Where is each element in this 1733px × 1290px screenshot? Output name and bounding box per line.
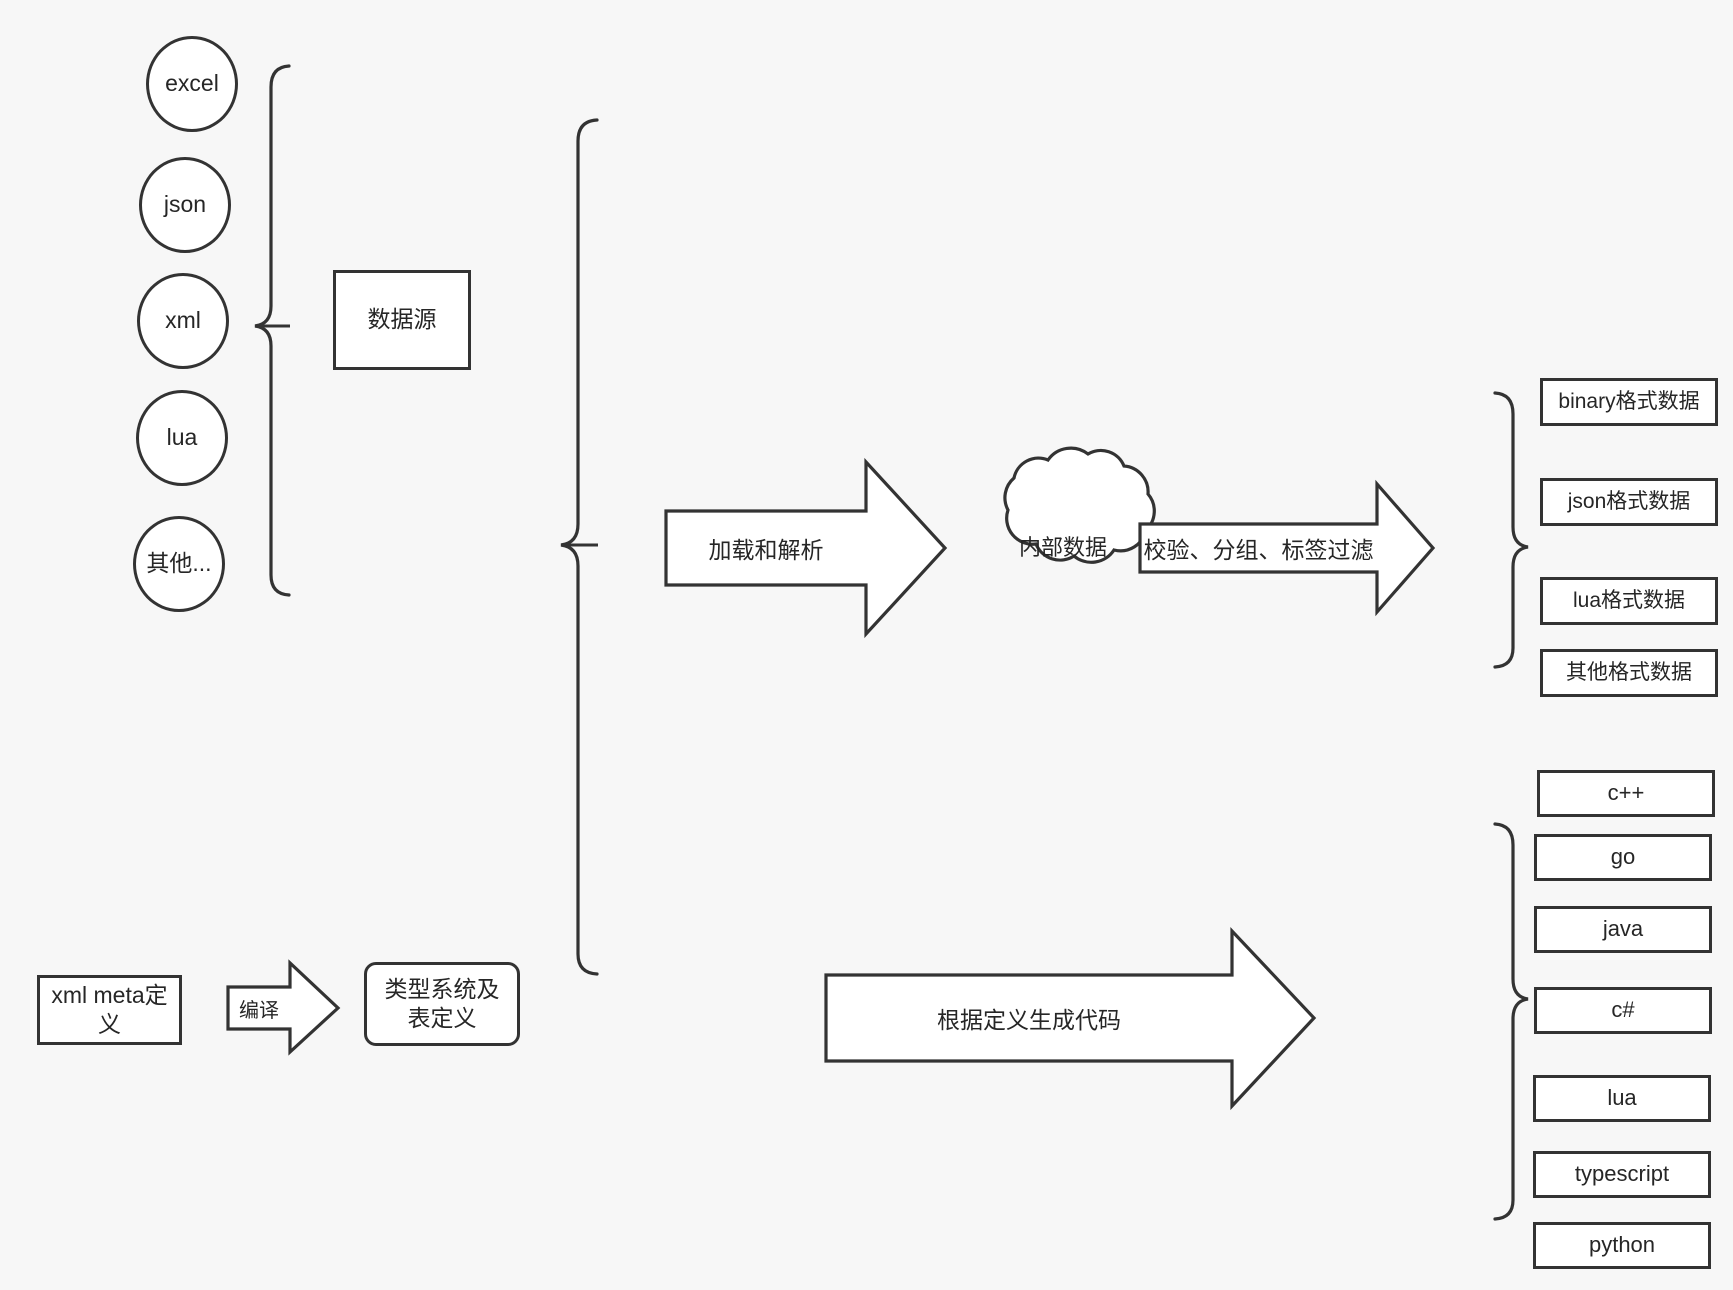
type-system-box[interactable]: 类型系统及表定义 bbox=[364, 962, 520, 1046]
xml-meta-definition-box[interactable]: xml meta定义 bbox=[37, 975, 182, 1045]
load-parse-arrow-label: 加载和解析 bbox=[666, 524, 866, 572]
output-label: 其他格式数据 bbox=[1566, 660, 1692, 684]
language-box-go[interactable]: go bbox=[1534, 834, 1712, 881]
sources-brace bbox=[254, 64, 291, 597]
output-label: json格式数据 bbox=[1567, 489, 1691, 513]
output-box-other[interactable]: 其他格式数据 bbox=[1540, 649, 1718, 697]
compile-arrow-label: 编译 bbox=[228, 987, 290, 1029]
output-box-lua[interactable]: lua格式数据 bbox=[1540, 577, 1718, 625]
language-box-csharp[interactable]: c# bbox=[1534, 987, 1712, 1034]
source-ellipse-excel[interactable]: excel bbox=[146, 36, 238, 132]
source-ellipse-json[interactable]: json bbox=[139, 157, 231, 253]
language-box-java[interactable]: java bbox=[1534, 906, 1712, 953]
language-label: typescript bbox=[1574, 1161, 1670, 1187]
language-box-lua[interactable]: lua bbox=[1533, 1075, 1711, 1122]
language-label: c++ bbox=[1607, 780, 1645, 806]
output-box-json[interactable]: json格式数据 bbox=[1540, 478, 1718, 526]
language-label: java bbox=[1602, 916, 1644, 942]
source-label: 其他... bbox=[146, 550, 212, 577]
validate-filter-text: 校验、分组、标签过滤 bbox=[1143, 537, 1374, 563]
output-label: lua格式数据 bbox=[1572, 588, 1686, 612]
compile-text: 编译 bbox=[239, 999, 279, 1022]
codegen-text: 根据定义生成代码 bbox=[937, 1007, 1121, 1033]
language-label: lua bbox=[1607, 1085, 1637, 1111]
xml-meta-label: xml meta定义 bbox=[51, 981, 168, 1037]
language-label: go bbox=[1610, 844, 1636, 870]
source-ellipse-xml[interactable]: xml bbox=[137, 273, 229, 369]
internal-data-label: 内部数据 bbox=[1000, 524, 1126, 568]
source-label: excel bbox=[165, 70, 219, 97]
stage-brace bbox=[560, 118, 599, 976]
load-parse-text: 加载和解析 bbox=[708, 537, 824, 563]
data-source-box[interactable]: 数据源 bbox=[333, 270, 471, 370]
language-label: c# bbox=[1611, 997, 1635, 1023]
output-box-binary[interactable]: binary格式数据 bbox=[1540, 378, 1718, 426]
source-ellipse-other[interactable]: 其他... bbox=[133, 516, 225, 612]
data-source-label: 数据源 bbox=[367, 306, 437, 333]
internal-data-text: 内部数据 bbox=[1018, 535, 1107, 560]
output-label: binary格式数据 bbox=[1558, 389, 1700, 413]
source-ellipse-lua[interactable]: lua bbox=[136, 390, 228, 486]
type-system-label: 类型系统及表定义 bbox=[384, 975, 500, 1031]
source-label: json bbox=[163, 191, 207, 218]
language-box-python[interactable]: python bbox=[1533, 1222, 1711, 1269]
source-label: xml bbox=[165, 307, 201, 334]
source-label: lua bbox=[166, 424, 198, 451]
languages-brace bbox=[1493, 822, 1529, 1221]
language-box-cpp[interactable]: c++ bbox=[1537, 770, 1715, 817]
data-formats-brace bbox=[1493, 391, 1529, 669]
language-label: python bbox=[1588, 1232, 1656, 1258]
language-box-typescript[interactable]: typescript bbox=[1533, 1151, 1711, 1198]
validate-filter-arrow-label: 校验、分组、标签过滤 bbox=[1140, 524, 1377, 572]
codegen-arrow-label: 根据定义生成代码 bbox=[826, 975, 1232, 1061]
